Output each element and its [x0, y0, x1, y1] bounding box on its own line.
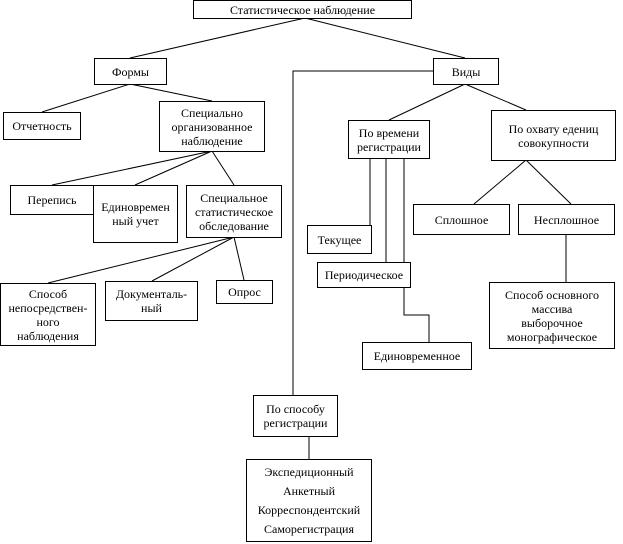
link-forms-reporting: [41, 83, 131, 113]
main-array-box: Способ основного массива выборочное моно…: [489, 282, 615, 349]
special-org-box: Специально организованное наблюдение: [159, 101, 265, 152]
link-special-org-census: [51, 150, 213, 186]
by-coverage-box: По охвату едениц совокупности: [491, 110, 616, 161]
link-by-time-one-time: [403, 158, 430, 342]
link-coverage-continuous: [473, 159, 527, 205]
link-types-by-coverage: [464, 83, 527, 111]
current-box: Текущее: [307, 225, 372, 254]
link-special-org-survey: [211, 150, 235, 186]
types-box: Виды: [433, 58, 499, 85]
one-time-account-box: Единовремен ный учет: [93, 185, 178, 243]
link-survey-poll: [233, 236, 245, 281]
root-box: Статистическое наблюдение: [193, 0, 412, 19]
methods-box: Экспедиционный Анкетный Корреспондентски…: [246, 459, 372, 542]
link-root-types: [304, 17, 466, 59]
by-method-box: По способу регистрации: [253, 395, 338, 437]
one-time-box: Единовременное: [362, 342, 472, 370]
continuous-box: Сплошное: [413, 204, 510, 235]
reporting-box: Отчетность: [3, 112, 81, 140]
periodic-box: Периодическое: [317, 262, 411, 288]
special-survey-box: Специальное статистическое обследование: [186, 185, 282, 238]
link-forms-special-org: [129, 83, 213, 102]
link-root-forms: [129, 17, 306, 59]
link-types-by-method: [292, 70, 433, 395]
link-coverage-non-continuous: [525, 159, 572, 205]
documentary-box: Документаль- ный: [105, 281, 198, 321]
link-survey-direct: [47, 236, 235, 284]
link-survey-documentary: [151, 236, 235, 282]
non-continuous-box: Несплошное: [518, 204, 615, 235]
poll-box: Опрос: [216, 280, 273, 304]
forms-box: Формы: [94, 58, 167, 85]
by-time-box: По времени регистрации: [348, 120, 430, 159]
census-box: Перепись: [10, 185, 94, 215]
link-special-org-one-time-account: [134, 150, 213, 186]
link-types-by-time: [388, 83, 466, 121]
direct-observation-box: Способ непосредствен- ного наблюдения: [0, 283, 96, 346]
